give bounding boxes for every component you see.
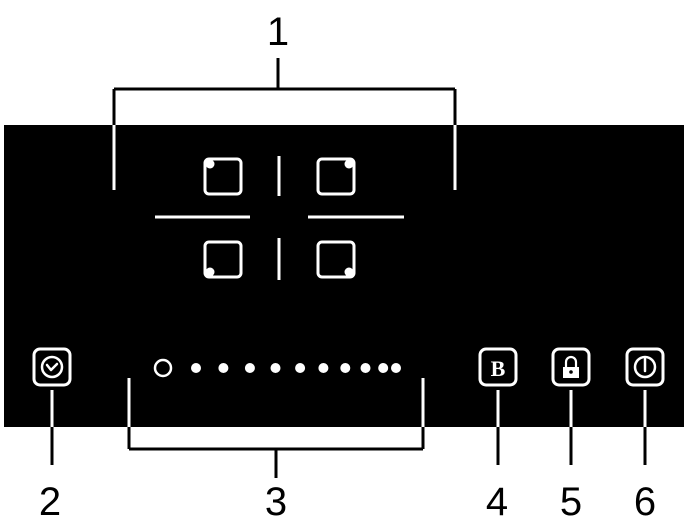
callout-number-3: 3	[264, 480, 288, 524]
callout-3-bracket-inner	[127, 378, 425, 427]
callout-number-4: 4	[485, 480, 509, 524]
cooking-zone-icon-front-left[interactable]	[203, 157, 243, 196]
zone-dividers	[155, 156, 404, 280]
slider-level-dot-3[interactable]	[244, 363, 255, 373]
slider-level-dot-10[interactable]	[391, 363, 401, 373]
timer-clock-icon[interactable]	[32, 347, 72, 387]
boost-icon[interactable]	[478, 347, 518, 387]
callout-3-bracket	[127, 427, 425, 478]
power-level-slider[interactable]	[153, 358, 401, 378]
power-icon[interactable]	[625, 347, 665, 387]
callout-number-1: 1	[266, 10, 290, 54]
leader-lines-outer	[50, 427, 647, 465]
leader-lines-inner	[50, 390, 647, 427]
slider-level-dot-1[interactable]	[191, 363, 201, 373]
slider-level-dot-5[interactable]	[295, 363, 306, 373]
slider-level-dot-9[interactable]	[378, 363, 389, 373]
cooking-zone-icon-rear-right[interactable]	[316, 240, 356, 279]
callout-number-2: 2	[38, 480, 62, 524]
callout-1-bracket	[112, 58, 457, 125]
callout-number-5: 5	[559, 480, 583, 524]
slider-dots	[191, 363, 401, 373]
callout-1-bracket-inner	[112, 125, 457, 190]
cooking-zone-icon-front-right[interactable]	[316, 157, 356, 196]
slider-level-dot-4[interactable]	[270, 363, 281, 373]
cooking-zone-icon-rear-left[interactable]	[203, 240, 243, 279]
slider-level-dot-8[interactable]	[360, 363, 371, 373]
callout-number-6: 6	[633, 480, 657, 524]
slider-level-dot-6[interactable]	[318, 363, 329, 373]
boost-button[interactable]: B	[478, 347, 518, 387]
slider-level-dot-7[interactable]	[340, 363, 351, 373]
lock-icon[interactable]	[551, 347, 591, 387]
boost-label: B	[491, 356, 506, 381]
slider-off-ring[interactable]	[153, 358, 173, 378]
slider-level-dot-2[interactable]	[218, 363, 229, 373]
